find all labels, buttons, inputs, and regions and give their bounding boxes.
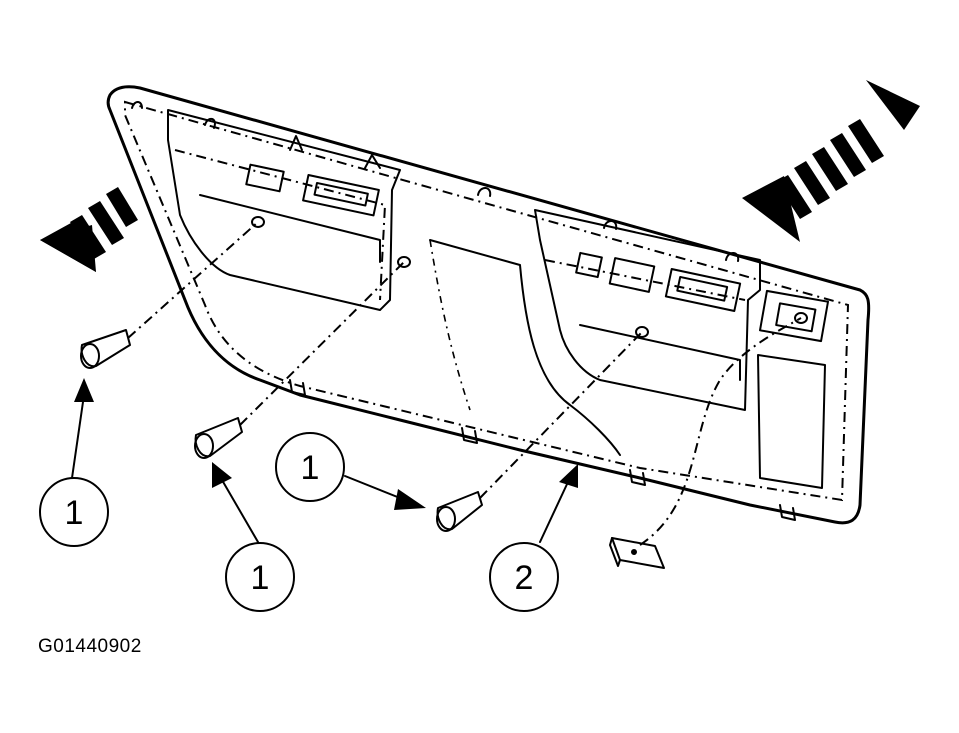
callout-screw-mid-lower-label: 1 bbox=[251, 559, 270, 597]
callout-screw-mid-upper-label: 1 bbox=[301, 449, 320, 487]
speaker-grille bbox=[757, 354, 826, 489]
callout-screw-left: 1 bbox=[39, 477, 109, 547]
removal-arrow-left bbox=[40, 187, 138, 272]
leader-arrows bbox=[71, 378, 578, 543]
door-trim-panel bbox=[106, 85, 871, 525]
figure-id-label: G01440902 bbox=[38, 636, 142, 657]
callout-screw-mid-lower: 1 bbox=[225, 542, 295, 612]
removal-arrow-right bbox=[742, 80, 920, 242]
push-pin-left bbox=[80, 221, 259, 369]
callout-screw-mid-upper: 1 bbox=[275, 432, 345, 502]
push-pin-middle bbox=[194, 261, 405, 459]
push-pin-right bbox=[436, 331, 643, 532]
callout-panel-label: 2 bbox=[515, 559, 534, 597]
courtesy-lamp-lens bbox=[609, 317, 802, 569]
callout-screw-left-label: 1 bbox=[65, 494, 84, 532]
callout-panel: 2 bbox=[489, 542, 559, 612]
